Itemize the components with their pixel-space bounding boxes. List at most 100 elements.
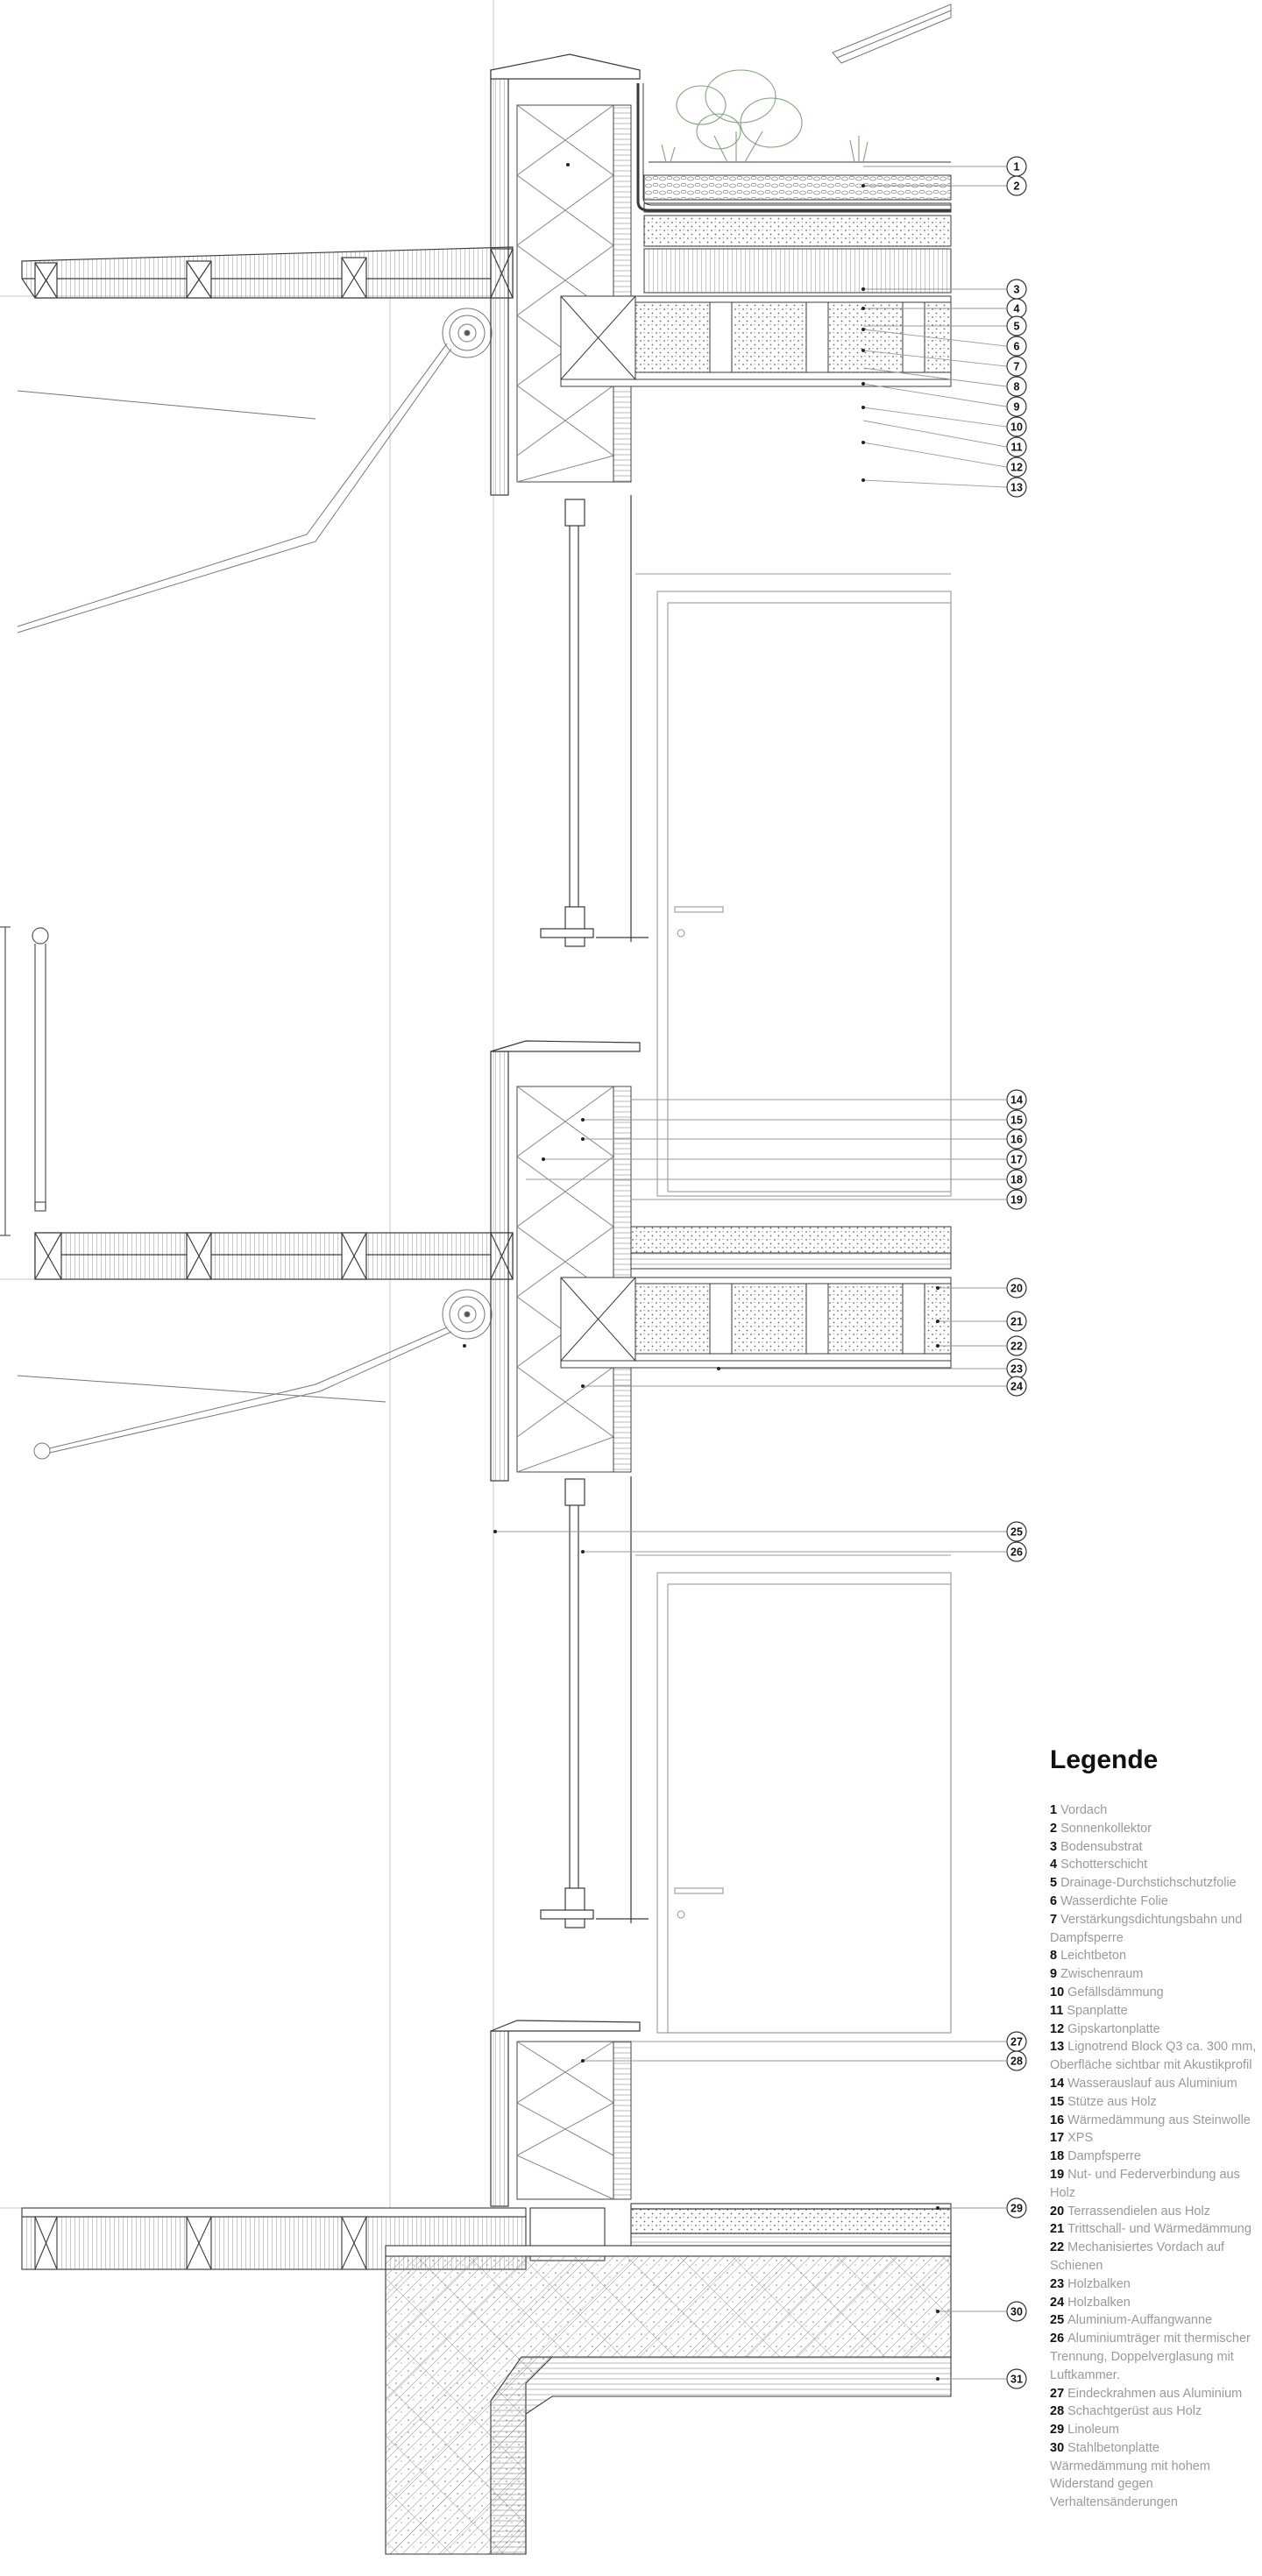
- callout-3: 3: [1006, 279, 1027, 300]
- legend-item-text: Lignotrend Block Q3 ca. 300 mm, Oberfläc…: [1050, 2040, 1257, 2073]
- legend-item-number: 3: [1050, 1839, 1058, 1854]
- leader-lines: [495, 166, 1007, 2380]
- callout-label: 19: [1010, 1194, 1023, 1207]
- callout-20: 20: [1006, 1277, 1027, 1299]
- callout-label: 28: [1010, 2056, 1023, 2068]
- callout-6: 6: [1006, 336, 1027, 357]
- callout-27: 27: [1006, 2031, 1027, 2052]
- callout-4: 4: [1006, 298, 1027, 319]
- legend-item-number: 6: [1050, 1893, 1058, 1908]
- legend-title: Legende: [1050, 1745, 1159, 1774]
- balcony-railing: [0, 926, 49, 1236]
- legend-item-text: Spanplatte: [1067, 2003, 1128, 2018]
- lower-floor-slab: [560, 1226, 952, 1369]
- callout-24: 24: [1006, 1376, 1027, 1397]
- legend-item-number: 9: [1050, 1967, 1058, 1982]
- legend-item-text: Schotterschicht: [1060, 1858, 1148, 1872]
- legend-item-text: Eindeckrahmen aus Aluminium: [1067, 2386, 1243, 2401]
- callout-26: 26: [1006, 1541, 1027, 1562]
- legend-item-number: 27: [1050, 2386, 1065, 2401]
- legend-item-text: Drainage-Durchstichschutzfolie: [1060, 1876, 1237, 1891]
- callout-label: 20: [1010, 1283, 1023, 1295]
- legend-item-text: Sonnenkollektor: [1060, 1821, 1152, 1836]
- callout-label: 6: [1014, 341, 1020, 353]
- legend-item-number: 22: [1050, 2240, 1065, 2255]
- callout-label: 8: [1014, 381, 1020, 393]
- callout-19: 19: [1006, 1189, 1027, 1210]
- callout-label: 10: [1010, 421, 1023, 434]
- green-roof: [636, 83, 952, 294]
- callout-11: 11: [1006, 436, 1027, 457]
- legend-item-text: XPS: [1067, 2131, 1094, 2146]
- callout-22: 22: [1006, 1335, 1027, 1356]
- legend-item-number: 25: [1050, 2313, 1065, 2328]
- legend-item-number: 11: [1050, 2003, 1064, 2018]
- legend-item-text: Trittschall- und Wärmedämmung: [1067, 2222, 1251, 2237]
- callout-15: 15: [1006, 1109, 1027, 1130]
- legend-item-text: Vordach: [1060, 1803, 1108, 1817]
- callout-label: 13: [1010, 482, 1023, 494]
- legend-item-number: 15: [1050, 2094, 1065, 2109]
- callout-14: 14: [1006, 1089, 1027, 1110]
- callout-label: 7: [1014, 361, 1020, 373]
- callout-21: 21: [1006, 1311, 1027, 1332]
- callout-label: 5: [1014, 321, 1020, 333]
- callout-label: 23: [1010, 1363, 1023, 1376]
- callout-17: 17: [1006, 1149, 1027, 1170]
- legend-item-number: 30: [1050, 2440, 1065, 2455]
- callout-1: 1: [1006, 156, 1027, 177]
- legend-item-text: Zwischenraum: [1060, 1967, 1144, 1982]
- callout-28: 28: [1006, 2050, 1027, 2071]
- callout-25: 25: [1006, 1521, 1027, 1542]
- glazing: [540, 495, 649, 1928]
- legend-item-number: 2: [1050, 1821, 1058, 1836]
- callout-23: 23: [1006, 1358, 1027, 1379]
- legend-item-number: 20: [1050, 2204, 1065, 2219]
- callout-label: 18: [1010, 1174, 1023, 1186]
- callout-label: 26: [1010, 1546, 1023, 1559]
- legend-item-text: Gefällsdämmung: [1067, 1985, 1164, 1999]
- wall-insulation: [515, 104, 632, 2200]
- legend-item-number: 23: [1050, 2276, 1065, 2291]
- callout-18: 18: [1006, 1169, 1027, 1190]
- callout-label: 24: [1010, 1381, 1023, 1393]
- callout-10: 10: [1006, 416, 1027, 437]
- callout-label: 17: [1010, 1154, 1023, 1166]
- legend-item-text: Leichtbeton: [1060, 1949, 1127, 1964]
- legend-item-text: Wasserdichte Folie: [1060, 1893, 1168, 1908]
- callout-9: 9: [1006, 396, 1027, 417]
- legend-item-number: 10: [1050, 1985, 1065, 1999]
- legend-item-text: Stütze aus Holz: [1067, 2094, 1157, 2109]
- callout-label: 22: [1010, 1341, 1023, 1353]
- reference-lines: [0, 0, 494, 2209]
- exterior-cladding: [490, 53, 641, 2207]
- legend-item-text: Stahlbetonplatte: [1067, 2440, 1159, 2455]
- legend-item-text: Wasserauslauf aus Aluminium: [1067, 2076, 1237, 2091]
- legend-item-text: Linoleum: [1067, 2423, 1119, 2438]
- callout-7: 7: [1006, 356, 1027, 377]
- callout-label: 21: [1010, 1316, 1023, 1328]
- legend-item-number: 19: [1050, 2167, 1065, 2182]
- upper-canopy: [21, 246, 514, 299]
- legend-item-number: 29: [1050, 2423, 1065, 2438]
- legend-item-text: Terrassendielen aus Holz: [1067, 2204, 1210, 2219]
- lower-awning: [17, 1289, 493, 1460]
